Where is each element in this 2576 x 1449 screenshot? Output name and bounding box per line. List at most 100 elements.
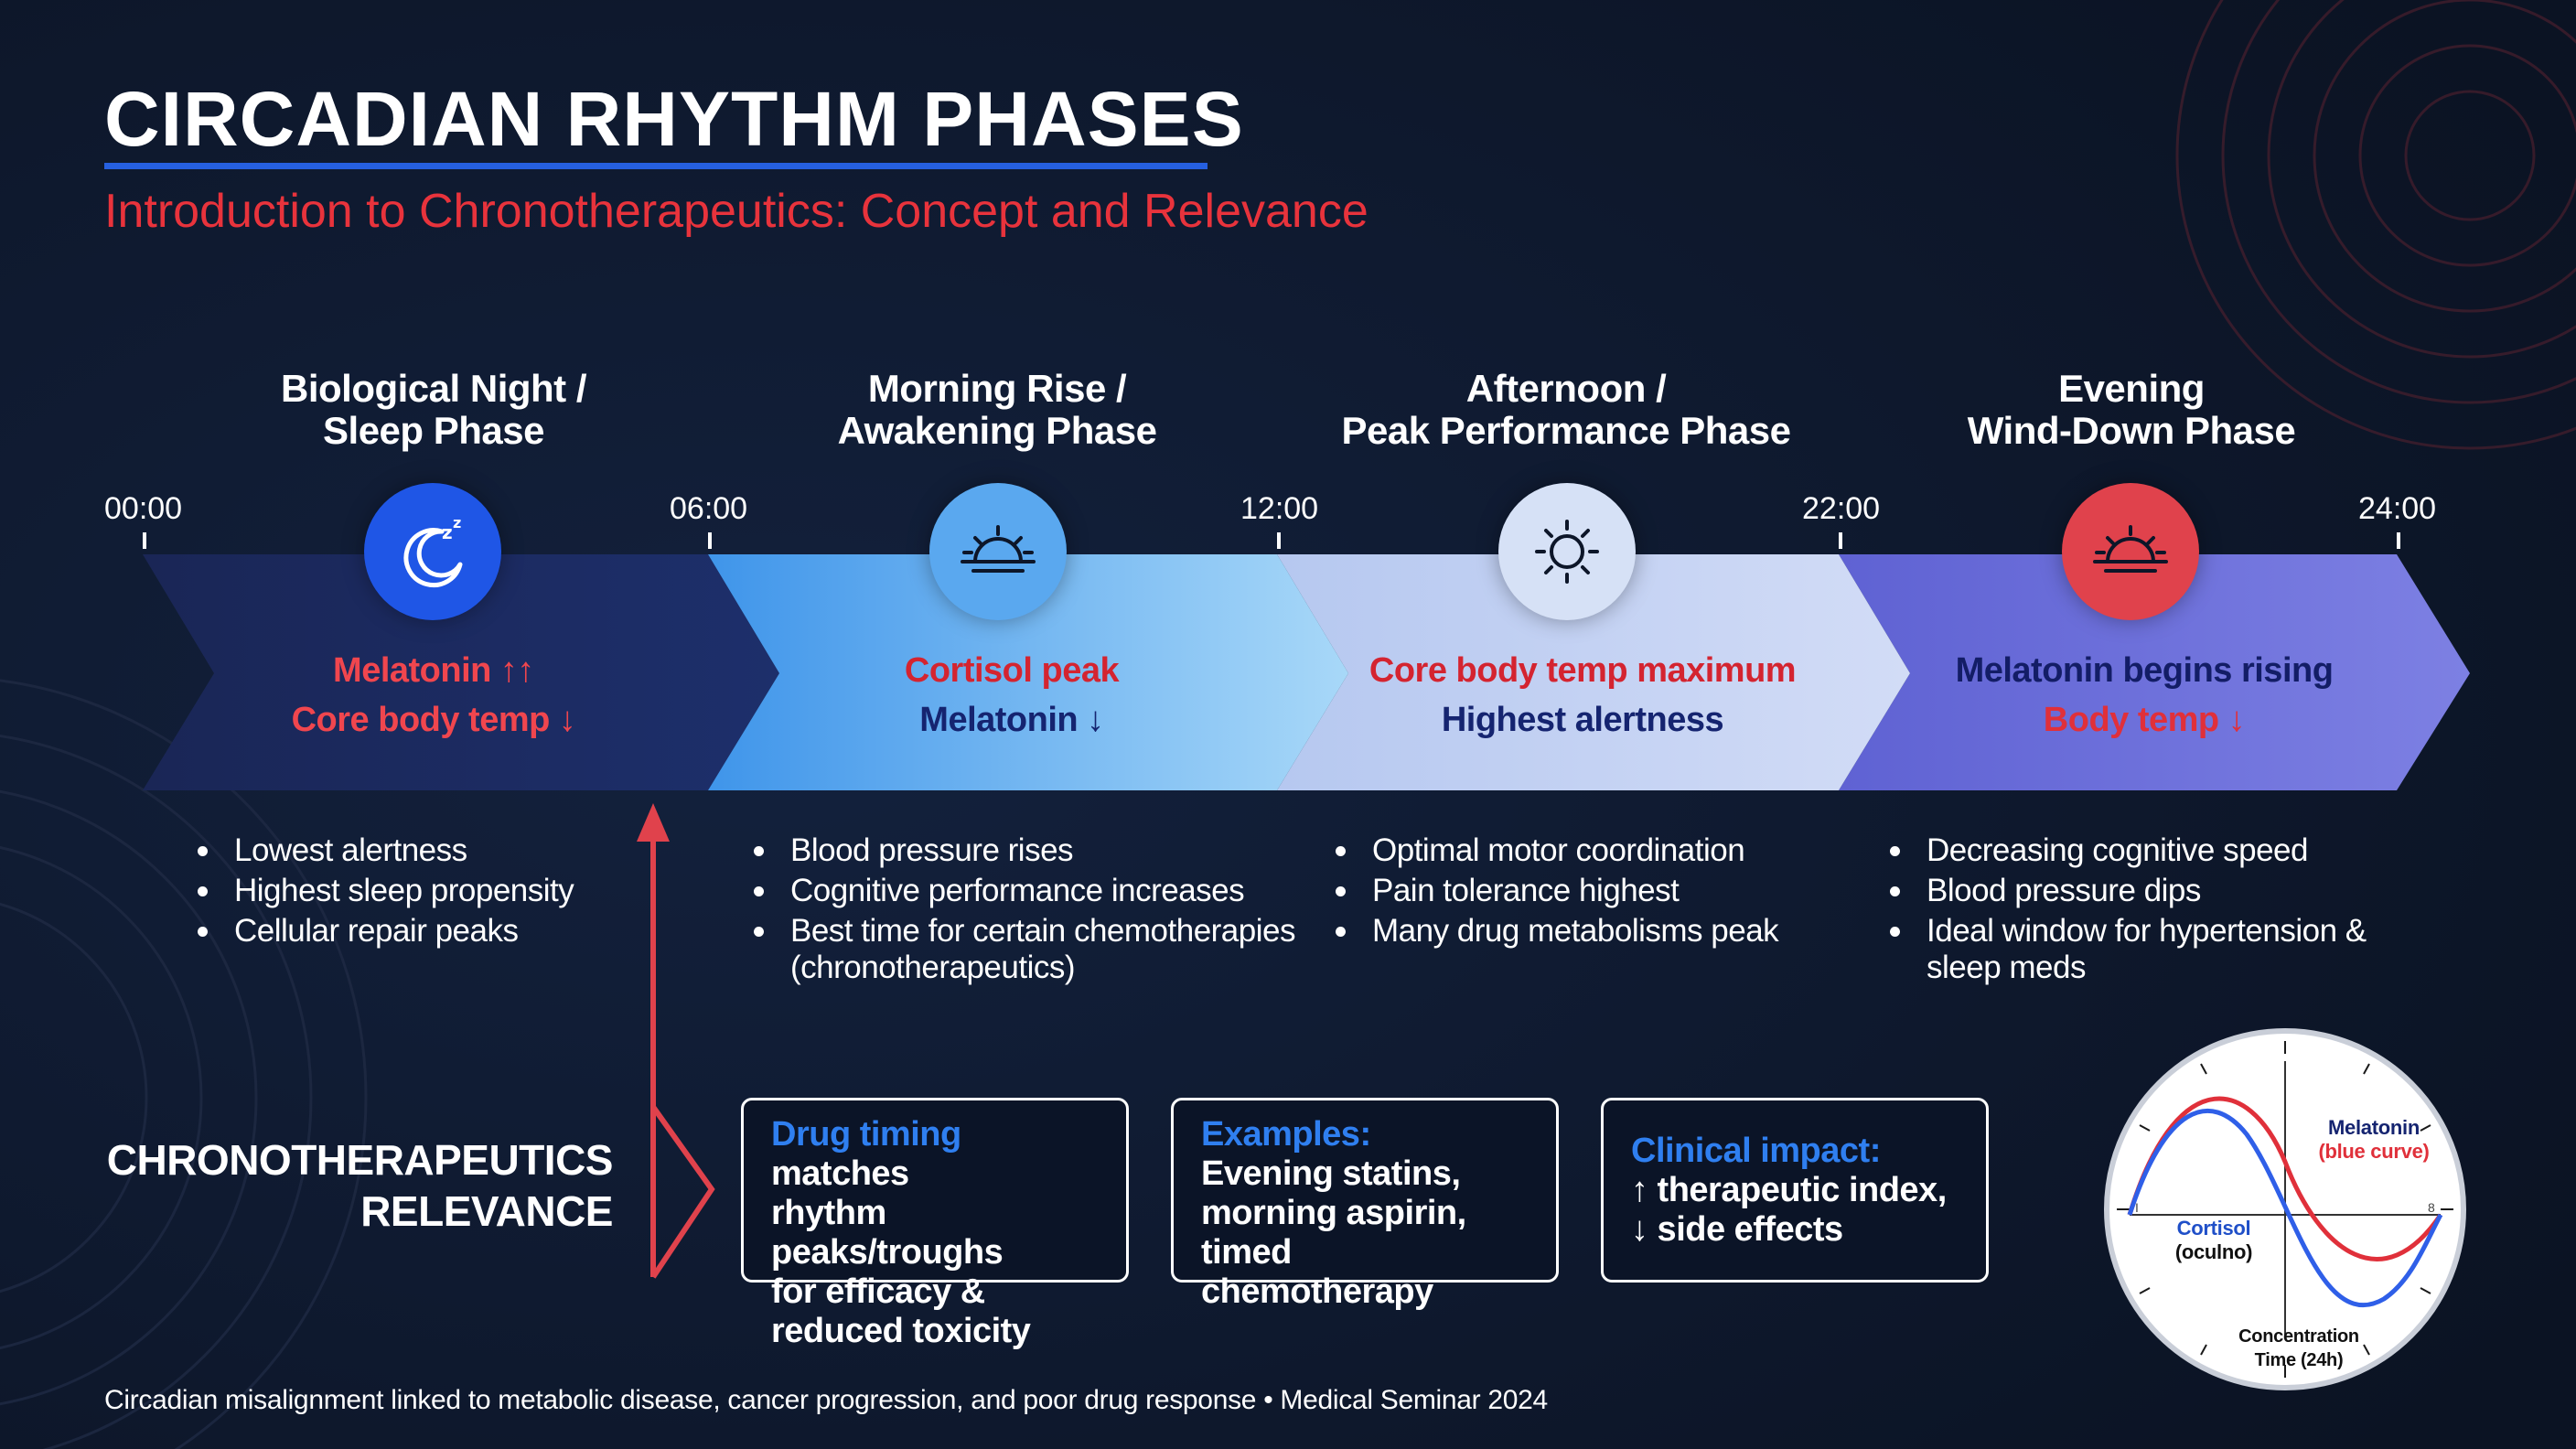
band-segment-evening [1839, 554, 2470, 790]
page-title: CIRCADIAN RHYTHM PHASES [104, 76, 1244, 162]
clock-label-text: (oculno) [2174, 1240, 2253, 1263]
clock-label-text: Melatonin [2328, 1116, 2420, 1139]
time-tick [143, 532, 146, 549]
svg-text:z: z [453, 514, 461, 531]
band-text-line: Body temp ↓ [2043, 701, 2246, 739]
bullet-list-night: Lowest alertness Highest sleep propensit… [194, 831, 574, 951]
card-text: Evening statins, [1201, 1154, 1461, 1193]
list-item: Best time for certain chemotherapies [750, 911, 1295, 951]
phase-heading-line: Peak Performance Phase [1341, 409, 1791, 452]
card-text: matches [771, 1154, 909, 1193]
card-examples: Examples: Evening statins, morning aspir… [1171, 1098, 1559, 1311]
curve-red [2127, 1096, 2443, 1261]
phase-heading-morning: Morning Rise / Awakening Phase [741, 368, 1253, 452]
sunset-icon [2062, 483, 2199, 620]
list-item: Pain tolerance highest [1332, 871, 1778, 911]
time-tick [2397, 532, 2400, 549]
list-item: Highest sleep propensity [194, 871, 574, 911]
bullet-list-evening: Decreasing cognitive speed Blood pressur… [1886, 831, 2367, 984]
card-highlight: Examples: [1201, 1115, 1371, 1154]
band-segment-afternoon [1277, 554, 1910, 790]
card-text: ↓ side effects [1631, 1210, 1843, 1249]
band-segment-morning [708, 554, 1348, 790]
band-text-line: Melatonin ↑↑ [333, 651, 534, 690]
list-item: Cognitive performance increases [750, 871, 1295, 911]
clock-label-text: (blue curve) [2318, 1140, 2430, 1163]
list-item: Lowest alertness [194, 831, 574, 871]
list-item: Optimal motor coordination [1332, 831, 1778, 871]
list-item: Ideal window for hypertension & [1886, 911, 2367, 951]
time-tick [1839, 532, 1842, 549]
band-text-line: Highest alertness [1441, 701, 1724, 739]
curve-blue [2127, 1108, 2443, 1308]
sunrise-icon [929, 483, 1067, 620]
cortisol-label: Cortisol (oculno) [2150, 1217, 2278, 1264]
time-label-1200: 12:00 [1240, 491, 1319, 526]
card-highlight: Drug timing [771, 1115, 961, 1154]
axis-label: Concentration Time (24h) [2212, 1325, 2386, 1372]
relevance-line: CHRONOTHERAPEUTICS [106, 1136, 614, 1184]
band-segment-night [143, 554, 779, 790]
card-clinical-impact: Clinical impact: ↑ therapeutic index, ↓ … [1601, 1098, 1989, 1283]
phase-heading-line: Evening [2058, 367, 2205, 410]
phase-heading-line: Afternoon / [1465, 367, 1667, 410]
phase-heading-line: Wind-Down Phase [1967, 409, 2296, 452]
band-text-line: Core body temp maximum [1368, 651, 1797, 690]
svg-text:z: z [442, 521, 453, 543]
list-item: Decreasing cognitive speed [1886, 831, 2367, 871]
time-label-2400: 24:00 [2358, 491, 2437, 526]
clock-label-text: Time (24h) [2254, 1350, 2344, 1370]
card-text: rhythm peaks/troughs [771, 1194, 1004, 1272]
band-text-line: Core body temp ↓ [291, 701, 576, 739]
phase-heading-afternoon: Afternoon / Peak Performance Phase [1310, 368, 1822, 452]
clock-label-text: Concentration [2238, 1326, 2359, 1347]
band-text-morning: Cortisol peak Melatonin ↓ [756, 646, 1268, 745]
list-item-continuation: sleep meds [1927, 950, 2086, 985]
list-item: Blood pressure rises [750, 831, 1295, 871]
bullet-list-afternoon: Optimal motor coordination Pain toleranc… [1332, 831, 1779, 951]
clock-tick-label: I [2135, 1200, 2139, 1215]
card-text: ↑ therapeutic index, [1631, 1171, 1947, 1209]
phase-heading-line: Biological Night / [281, 367, 587, 410]
list-item-continuation: (chronotherapeutics) [790, 950, 1075, 985]
bullet-list-morning: Blood pressure rises Cognitive performan… [750, 831, 1295, 984]
moon-sleep-icon: z z [364, 483, 501, 620]
card-drug-timing: Drug timing matches rhythm peaks/troughs… [741, 1098, 1129, 1350]
melatonin-label: Melatonin (blue curve) [2305, 1116, 2442, 1164]
hormone-clock-graph: Melatonin (blue curve) Cortisol (oculno)… [2104, 1028, 2466, 1390]
band-text-night: Melatonin ↑↑ Core body temp ↓ [177, 646, 690, 745]
time-label-0000: 00:00 [104, 491, 183, 526]
card-highlight: Clinical impact: [1631, 1132, 1881, 1170]
band-text-afternoon: Core body temp maximum Highest alertness [1326, 646, 1839, 745]
relevance-arrow [637, 803, 715, 1279]
clock-label-text: Cortisol [2176, 1217, 2251, 1240]
band-text-line: Melatonin begins rising [1955, 651, 2334, 690]
card-text: timed chemotherapy [1201, 1233, 1433, 1311]
card-text: for efficacy & [771, 1272, 985, 1311]
phase-heading-night: Biological Night / Sleep Phase [177, 368, 690, 452]
card-text: morning aspirin, [1201, 1194, 1466, 1232]
time-tick [708, 532, 712, 549]
phase-heading-line: Awakening Phase [837, 409, 1157, 452]
time-label-2200: 22:00 [1802, 491, 1881, 526]
list-item: Blood pressure dips [1886, 871, 2367, 911]
relevance-line: RELEVANCE [360, 1187, 613, 1235]
time-tick [1277, 532, 1281, 549]
relevance-heading: CHRONOTHERAPEUTICS RELEVANCE [101, 1134, 614, 1237]
phase-heading-evening: Evening Wind-Down Phase [1875, 368, 2388, 452]
time-label-0600: 06:00 [670, 491, 748, 526]
title-underline [104, 163, 1208, 169]
card-text: reduced toxicity [771, 1312, 1031, 1350]
phase-heading-line: Morning Rise / [867, 367, 1127, 410]
footer-note: Circadian misalignment linked to metabol… [104, 1385, 1548, 1415]
phase-heading-line: Sleep Phase [323, 409, 544, 452]
page-subtitle: Introduction to Chronotherapeutics: Conc… [104, 185, 1368, 238]
band-text-evening: Melatonin begins rising Body temp ↓ [1888, 646, 2400, 745]
sun-icon [1498, 483, 1636, 620]
clock-tick-label: 8 [2428, 1200, 2435, 1215]
clock-graph-svg [2117, 1041, 2453, 1378]
band-text-line: Cortisol peak [904, 651, 1120, 690]
list-item: Cellular repair peaks [194, 911, 574, 951]
list-item: Many drug metabolisms peak [1332, 911, 1779, 951]
